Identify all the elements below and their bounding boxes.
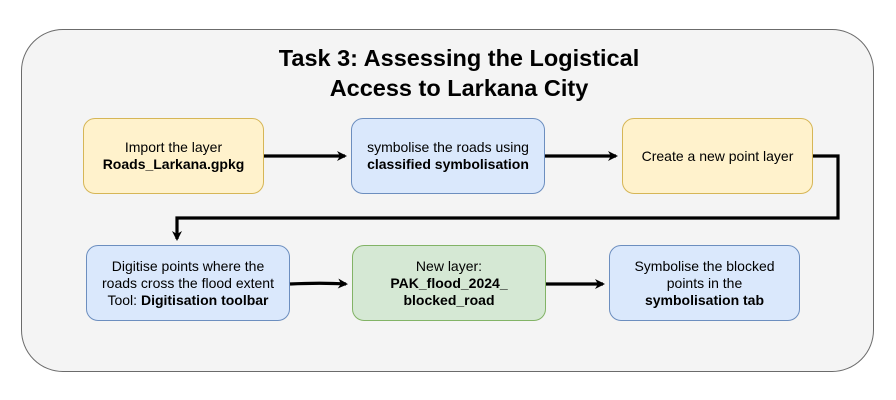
symbolise-blocked-tab: symbolisation tab	[644, 291, 765, 308]
new-layer-name-1: PAK_flood_2024_	[390, 274, 508, 291]
new-point-layer-text: Create a new point layer	[641, 147, 794, 164]
symbolise-roads-text: symbolise the roads using	[367, 139, 529, 155]
digitise-tool-name: Digitisation toolbar	[140, 291, 269, 308]
new-layer-name-2: blocked_road	[403, 291, 495, 308]
digitise-text-2: roads cross the flood extent	[102, 274, 274, 291]
symbolise-blocked-node: Symbolise the blocked points in the symb…	[609, 245, 800, 321]
symbolise-blocked-text-1: Symbolise the blocked	[634, 257, 775, 274]
new-layer-node: New layer: PAK_flood_2024_ blocked_road	[352, 245, 546, 321]
digitise-points-node: Digitise points where the roads cross th…	[86, 245, 290, 321]
diagram-title: Task 3: Assessing the Logistical Access …	[0, 43, 896, 103]
digitise-text-1: Digitise points where the	[111, 257, 265, 274]
digitise-tool-prefix: Tool:	[107, 291, 141, 308]
new-point-layer-node: Create a new point layer	[622, 118, 813, 194]
arrow-new-point-to-digitise	[172, 154, 840, 241]
import-node-text: Import the layer	[124, 139, 223, 155]
symbolise-roads-method: classified symbolisation	[367, 156, 529, 172]
digitise-tool-line: Tool: Digitisation toolbar	[107, 292, 268, 309]
title-line-2: Access to Larkana City	[329, 75, 589, 101]
new-layer-text: New layer:	[415, 257, 483, 274]
arrow-digitise-to-new-layer	[289, 278, 348, 289]
symbolise-roads-node: symbolise the roads using classified sym…	[351, 118, 545, 194]
symbolise-blocked-text-2: points in the	[666, 274, 743, 291]
title-line-1: Task 3: Assessing the Logistical	[278, 45, 640, 71]
import-layer-node: Import the layer Roads_Larkana.gpkg	[83, 118, 264, 194]
import-node-layer-name: Roads_Larkana.gpkg	[102, 156, 245, 172]
